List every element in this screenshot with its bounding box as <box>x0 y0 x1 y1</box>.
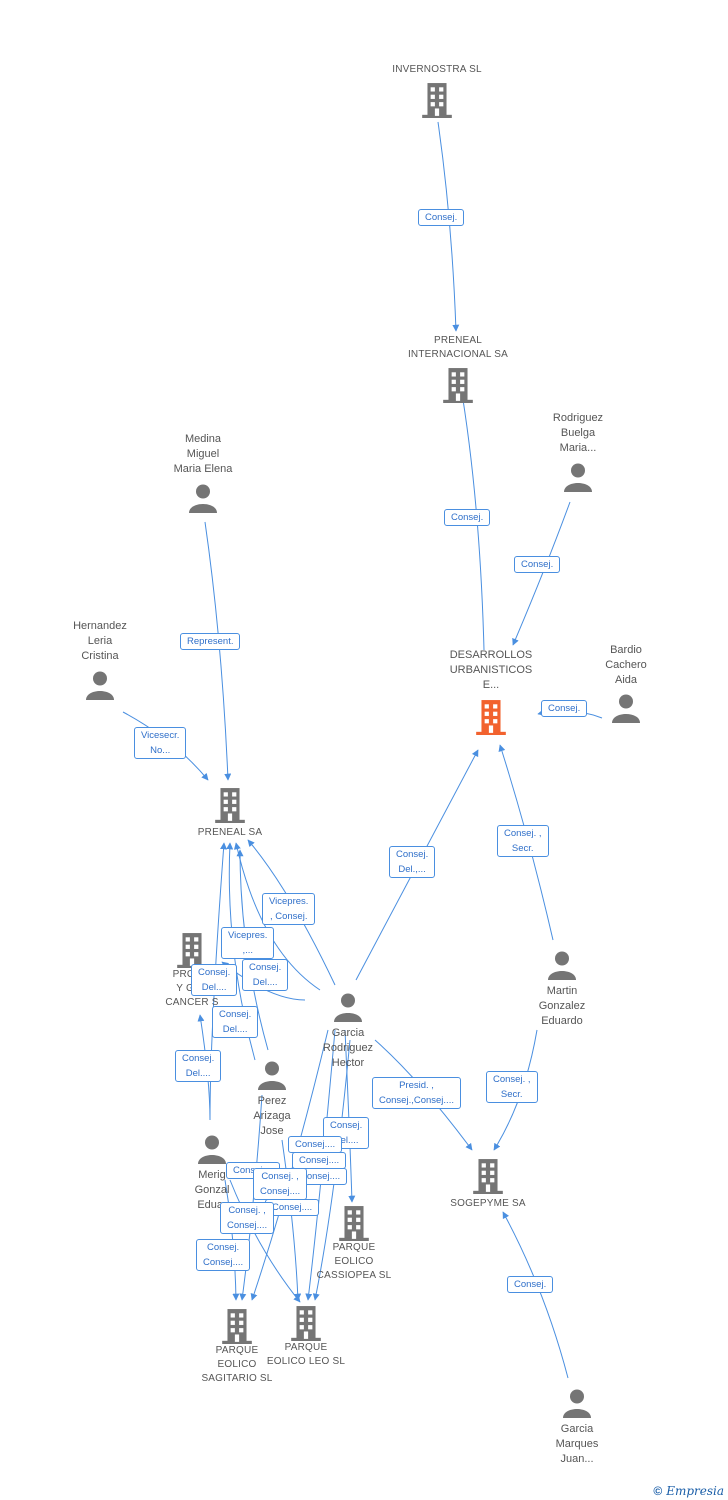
person-icon <box>197 1134 227 1164</box>
node-label: Martin Gonzalez Eduardo <box>538 985 586 1027</box>
edge-label-e22[interactable]: Consej. Consej.... <box>196 1239 251 1271</box>
node-preneal-internacional[interactable]: PRENEAL INTERNACIONAL SA <box>388 334 528 403</box>
node-label: Medina Miguel Maria Elena <box>173 433 233 475</box>
edge-label-e15[interactable]: Presid. , Consej.,Consej.... <box>372 1077 461 1109</box>
node-label: INVERNOSTRA SL <box>392 64 482 75</box>
person-icon <box>611 693 641 723</box>
building-icon <box>442 367 474 403</box>
node-label: PRENEAL INTERNACIONAL SA <box>407 335 509 360</box>
node-label: Bardio Cachero Aida <box>605 644 647 686</box>
node-label: PRENEAL SA <box>197 827 263 838</box>
node-label: Perez Arizaga Jose <box>253 1095 291 1137</box>
edge-label-e1[interactable]: Consej. <box>418 209 465 226</box>
edge-label-e14[interactable]: Consej. Del.... <box>175 1050 222 1082</box>
node-sogepyme[interactable]: SOGEPYME SA <box>418 1158 558 1211</box>
node-label: Garcia Marques Juan... <box>555 1423 599 1465</box>
edge-e17 <box>502 1211 569 1379</box>
node-rodriguez-buelga[interactable]: Rodriguez Buelga Maria... <box>508 411 648 492</box>
edge-label-e12[interactable]: Consej. Del.... <box>242 959 289 991</box>
brand-footer: ©Empresia <box>653 1484 724 1498</box>
edge-e24 <box>281 1139 302 1301</box>
edge-e3 <box>512 501 571 646</box>
copyright-symbol: © <box>653 1484 663 1498</box>
building-icon <box>338 1205 370 1241</box>
edge-label-e5[interactable]: Represent. <box>180 633 241 650</box>
edge-label-e21[interactable]: Consej. , Consej.... <box>220 1202 275 1234</box>
node-label: SOGEPYME SA <box>450 1198 526 1209</box>
person-icon <box>563 462 593 492</box>
building-icon <box>214 787 246 823</box>
edge-label-e17[interactable]: Consej. <box>507 1276 554 1293</box>
edge-label-e3[interactable]: Consej. <box>514 556 561 573</box>
node-label: Garcia Rodriguez Hector <box>322 1027 374 1069</box>
edge-e2 <box>457 380 485 651</box>
edge-label-e20[interactable]: Consej. , Consej.... <box>253 1168 308 1200</box>
edge-label-e24[interactable]: Consej.... <box>292 1152 347 1169</box>
node-martin-gonzalez[interactable]: Martin Gonzalez Eduardo <box>492 950 632 1029</box>
edge-e26 <box>229 1179 301 1303</box>
building-icon <box>221 1308 253 1344</box>
edge-label-e13[interactable]: Consej. Del.... <box>212 1006 259 1038</box>
node-invernostra[interactable]: INVERNOSTRA SL <box>367 63 507 118</box>
node-parque-leo[interactable]: PARQUE EOLICO LEO SL <box>236 1305 376 1369</box>
node-desarrollos-urbanisticos[interactable]: DESARROLLOS URBANISTICOS E... <box>421 648 561 735</box>
edge-label-e2[interactable]: Consej. <box>444 509 491 526</box>
node-bardio-cachero[interactable]: Bardio Cachero Aida <box>556 643 696 723</box>
node-label: Merig Gonzal Eduar <box>194 1169 230 1211</box>
node-merig-gonzal[interactable]: Merig Gonzal Eduar <box>142 1134 282 1213</box>
edge-label-e10[interactable]: Vicepres. ,... <box>221 927 275 959</box>
building-icon <box>472 1158 504 1194</box>
node-perez-arizaga[interactable]: Perez Arizaga Jose <box>202 1060 342 1139</box>
node-medina-miguel[interactable]: Medina Miguel Maria Elena <box>133 432 273 513</box>
edge-label-e19[interactable]: Consej.... <box>288 1136 343 1153</box>
node-hernandez-leria[interactable]: Hernandez Leria Cristina <box>30 619 170 700</box>
node-preneal-sa[interactable]: PRENEAL SA <box>160 787 300 840</box>
edge-e1 <box>437 121 460 332</box>
edge-label-e7[interactable]: Consej. Del.,... <box>389 846 436 878</box>
person-icon <box>188 483 218 513</box>
node-parque-sagitario[interactable]: PARQUE EOLICO SAGITARIO SL <box>167 1308 307 1386</box>
node-garcia-rodriguez[interactable]: Garcia Rodriguez Hector <box>278 992 418 1071</box>
edge-label-e4[interactable]: Consej. <box>541 700 588 717</box>
node-label: Rodriguez Buelga Maria... <box>552 412 604 454</box>
edge-label-e11[interactable]: Consej. Del.... <box>191 964 238 996</box>
person-icon <box>257 1060 287 1090</box>
building-icon <box>176 932 208 968</box>
node-parque-cassiopea[interactable]: PARQUE EOLICO CASSIOPEA SL <box>284 1205 424 1283</box>
node-label: Hernandez Leria Cristina <box>73 620 127 662</box>
node-garcia-marques[interactable]: Garcia Marques Juan... <box>507 1388 647 1467</box>
building-icon <box>475 699 507 735</box>
node-label: DESARROLLOS URBANISTICOS E... <box>449 649 533 691</box>
edge-label-e6[interactable]: Vicesecr. No... <box>134 727 187 759</box>
edge-label-e9[interactable]: Vicepres. , Consej. <box>262 893 316 925</box>
person-icon <box>562 1388 592 1418</box>
edge-e5 <box>204 521 232 781</box>
edge-label-e16[interactable]: Consej. , Secr. <box>486 1071 538 1103</box>
node-label: PARQUE EOLICO LEO SL <box>266 1342 346 1367</box>
brand-logo-text[interactable]: Empresia <box>666 1484 724 1498</box>
building-icon <box>421 82 453 118</box>
node-label: PARQUE EOLICO SAGITARIO SL <box>201 1345 273 1384</box>
edge-e18 <box>209 842 228 1121</box>
edge-label-e8[interactable]: Consej. , Secr. <box>497 825 549 857</box>
person-icon <box>547 950 577 980</box>
node-label: PARQUE EOLICO CASSIOPEA SL <box>316 1242 392 1281</box>
person-icon <box>85 670 115 700</box>
person-icon <box>333 992 363 1022</box>
